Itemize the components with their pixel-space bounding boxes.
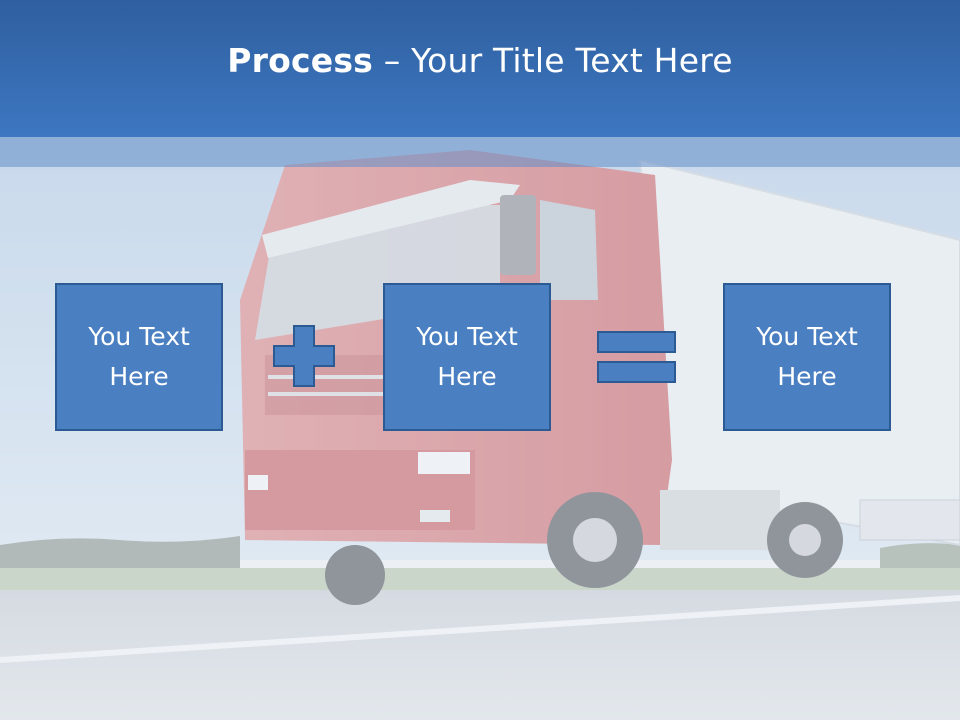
title-bold-part: Process bbox=[227, 41, 374, 80]
box-1-line-1: You Text bbox=[88, 322, 190, 351]
plus-icon bbox=[273, 325, 335, 387]
box-3-line-2: Here bbox=[777, 362, 837, 391]
process-box-3[interactable]: You Text Here bbox=[723, 283, 891, 431]
process-box-1[interactable]: You Text Here bbox=[55, 283, 223, 431]
slide-title: Process – Your Title Text Here bbox=[227, 41, 733, 80]
process-box-2[interactable]: You Text Here bbox=[383, 283, 551, 431]
box-2-line-1: You Text bbox=[416, 322, 518, 351]
title-band bbox=[0, 137, 960, 167]
box-2-line-2: Here bbox=[437, 362, 497, 391]
box-3-line-1: You Text bbox=[756, 322, 858, 351]
equals-icon bbox=[597, 331, 676, 383]
title-rest-part: – Your Title Text Here bbox=[373, 41, 733, 80]
title-bar: Process – Your Title Text Here bbox=[0, 0, 960, 137]
box-1-line-2: Here bbox=[109, 362, 169, 391]
